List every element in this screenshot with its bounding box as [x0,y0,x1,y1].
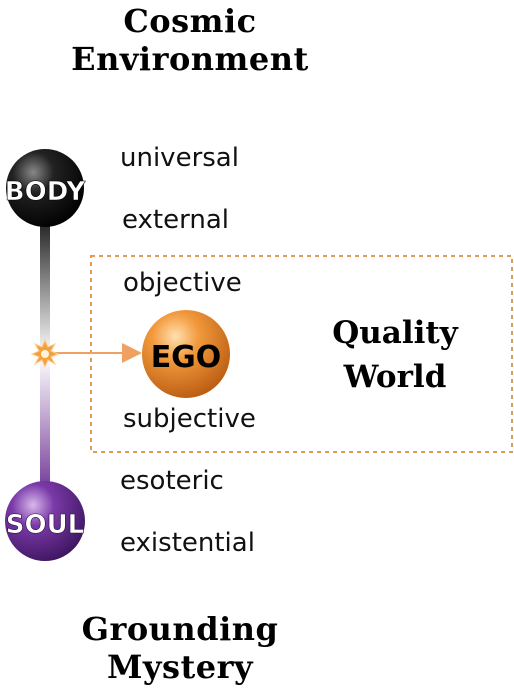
soul-sphere: SOUL [5,481,85,561]
quality-world-label-line-1: Quality [332,315,458,351]
title-grounding-mystery: Grounding Mystery [30,610,330,686]
title-top-line-1: Cosmic [123,2,257,40]
title-bottom-line-1: Grounding [81,610,279,648]
ego-label: EGO [151,340,222,375]
level-objective: objective [123,268,242,298]
title-bottom-line-2: Mystery [106,648,254,686]
title-top-line-2: Environment [71,40,309,78]
quality-world-label-line-2: World [343,359,447,395]
ego-sphere: EGO [142,310,230,398]
level-existential: existential [120,528,255,558]
title-cosmic-environment: Cosmic Environment [40,2,340,78]
spark-icon [30,338,60,369]
body-label: BODY [5,177,87,207]
level-esoteric: esoteric [120,466,224,496]
level-universal: universal [120,143,239,173]
level-subjective: subjective [123,404,256,434]
level-external: external [122,205,229,235]
soul-label: SOUL [6,510,85,540]
body-sphere: BODY [4,149,87,227]
